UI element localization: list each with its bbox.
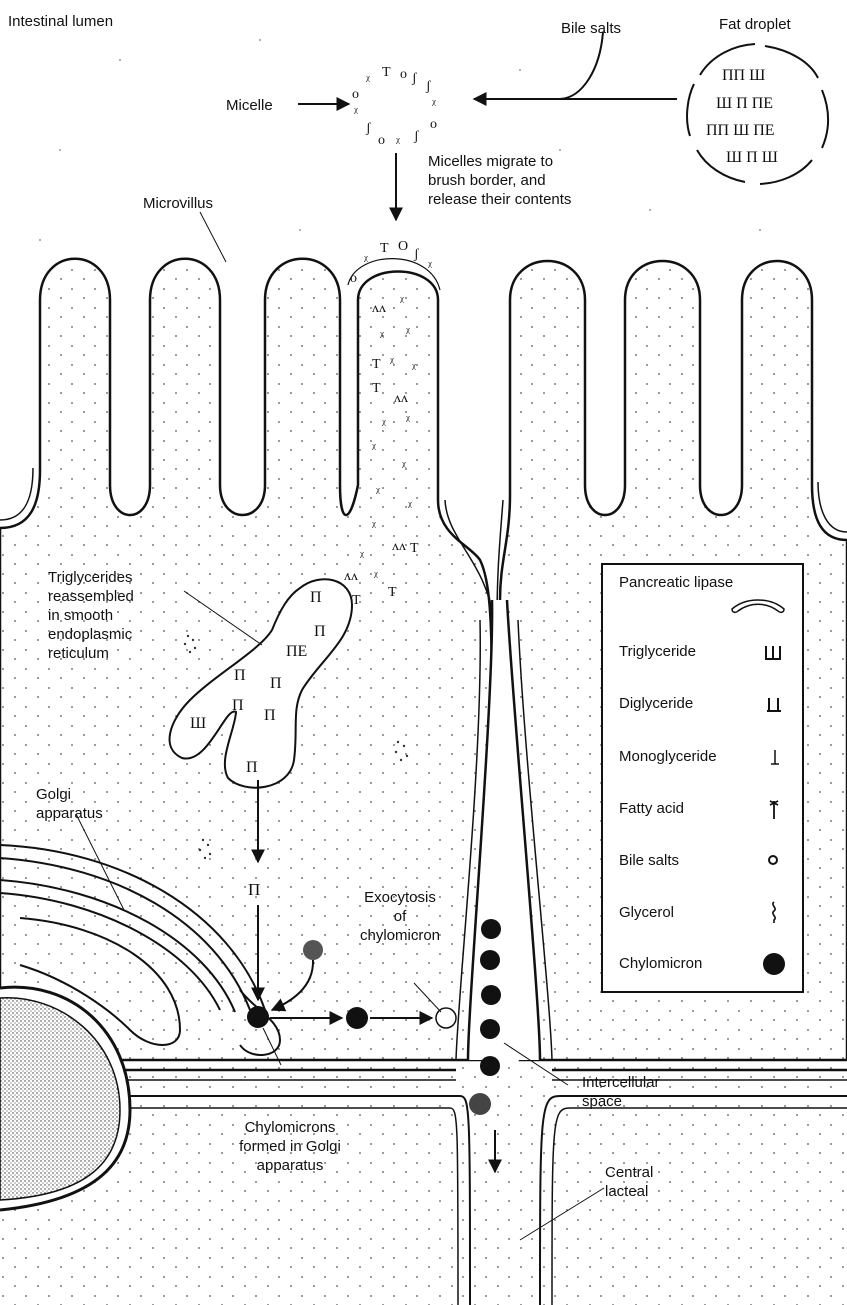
svg-text:o: o [430, 117, 437, 132]
svg-text:T: T [382, 65, 391, 80]
label-intercellular-space: Intercellular space [582, 1073, 660, 1111]
svg-text:ᴧᴧ: ᴧᴧ [394, 391, 408, 406]
glycerol-icon [767, 899, 781, 925]
svg-text:ᵡ: ᵡ [372, 519, 376, 534]
svg-text:Π: Π [270, 675, 282, 692]
svg-text:T: T [372, 381, 381, 396]
fatty-acid-icon [767, 797, 781, 821]
chylomicron-in-golgi [247, 1006, 269, 1028]
svg-text:Π: Π [264, 707, 276, 724]
svg-text:ᵡ: ᵡ [428, 259, 432, 274]
chylomicron-moving [346, 1007, 368, 1029]
svg-text:ᴧᴧ: ᴧᴧ [392, 539, 406, 554]
svg-text:ΠΕ: ΠΕ [286, 643, 307, 660]
svg-text:ʃ: ʃ [413, 247, 419, 262]
svg-text:Π: Π [314, 623, 326, 640]
chylomicron-exocytosis [436, 1008, 456, 1028]
svg-text:ᵡ: ᵡ [390, 355, 394, 370]
svg-text:ᵡ: ᵡ [364, 253, 368, 268]
svg-text:ᵡ: ᵡ [372, 441, 376, 456]
svg-text:ᵡ: ᵡ [360, 549, 364, 564]
svg-text:ᵡ: ᵡ [354, 105, 358, 120]
svg-text:T: T [352, 593, 361, 608]
svg-text:ΠΠ Ш ΠΕ: ΠΠ Ш ΠΕ [706, 122, 775, 139]
svg-text:ᵡ: ᵡ [376, 485, 380, 500]
svg-text:ʃ: ʃ [411, 71, 417, 86]
legend-box: Pancreatic lipase Triglyceride Diglyceri… [601, 563, 804, 993]
svg-text:ᵡ: ᵡ [380, 329, 384, 344]
legend-label-diglyceride: Diglyceride [619, 695, 693, 712]
svg-text:o: o [400, 67, 407, 82]
svg-text:ᵡ: ᵡ [406, 325, 410, 340]
legend-label-triglyceride: Triglyceride [619, 643, 696, 660]
svg-text:Ш Π Ш: Ш Π Ш [726, 149, 778, 166]
label-exocytosis: Exocytosis of chylomicron [336, 888, 464, 945]
bile-salt-icon [766, 853, 780, 867]
svg-text:ᵡ: ᵡ [366, 73, 370, 88]
label-golgi-apparatus: Golgi apparatus [36, 785, 103, 823]
legend-label-glycerol: Glycerol [619, 904, 674, 921]
chylomicron-icon [761, 951, 787, 977]
legend-label-fatty-acid: Fatty acid [619, 800, 684, 817]
svg-text:ᵡ: ᵡ [382, 417, 386, 432]
label-microvillus: Microvillus [143, 194, 213, 213]
chylomicron-space-1 [481, 919, 501, 939]
legend-label-bile-salts: Bile salts [619, 852, 679, 869]
legend-label-chylomicron: Chylomicron [619, 955, 702, 972]
svg-text:o: o [350, 271, 357, 286]
svg-text:ᴧᴧ: ᴧᴧ [344, 569, 358, 584]
chylomicron-space-4 [480, 1019, 500, 1039]
chylomicron-space-5 [480, 1056, 500, 1076]
svg-text:ʃ: ʃ [425, 79, 431, 94]
svg-text:o: o [378, 133, 385, 148]
triglyceride-in-transit: Π [248, 880, 260, 899]
label-fat-droplet: Fat droplet [719, 15, 791, 34]
label-central-lacteal: Central lacteal [605, 1163, 653, 1201]
svg-text:T: T [410, 541, 419, 556]
svg-text:ᵡ: ᵡ [406, 413, 410, 428]
svg-text:ᵡ: ᵡ [374, 569, 378, 584]
svg-text:ᵡ: ᵡ [412, 361, 416, 376]
svg-text:Ш Π ΠΕ: Ш Π ΠΕ [716, 95, 773, 112]
svg-text:ʃ: ʃ [365, 121, 371, 136]
triglyceride-icon [763, 643, 783, 661]
svg-text:Π: Π [246, 759, 258, 776]
svg-text:O: O [398, 239, 408, 254]
label-triglycerides-reassembled: Triglycerides reassembled in smooth endo… [48, 568, 134, 663]
chylomicron-space-3 [481, 985, 501, 1005]
apolipoprotein-granule [303, 940, 323, 960]
svg-text:Π: Π [234, 667, 246, 684]
svg-text:T: T [388, 585, 397, 600]
monoglyceride-icon [768, 747, 782, 767]
svg-text:ᵡ: ᵡ [408, 499, 412, 514]
svg-text:ᵡ: ᵡ [400, 294, 404, 309]
label-micelles-migrate: Micelles migrate to brush border, and re… [428, 152, 571, 209]
label-micelle: Micelle [226, 96, 273, 115]
svg-text:ᵡ: ᵡ [432, 97, 436, 112]
legend-label-monoglyceride: Monoglyceride [619, 748, 717, 765]
fat-droplet: ΠΠ Ш Ш Π ΠΕ ΠΠ Ш ΠΕ Ш Π Ш [687, 44, 828, 184]
label-chylomicrons-formed: Chylomicrons formed in Golgi apparatus [224, 1118, 356, 1175]
svg-text:Π: Π [310, 589, 322, 606]
svg-text:ΠΠ Ш: ΠΠ Ш [722, 67, 765, 84]
chylomicron-space-2 [480, 950, 500, 970]
svg-text:Π: Π [232, 697, 244, 714]
svg-text:T: T [380, 241, 389, 256]
diglyceride-icon [765, 695, 783, 713]
svg-text:o: o [352, 87, 359, 102]
label-intestinal-lumen: Intestinal lumen [8, 12, 113, 31]
svg-text:ᵡ: ᵡ [402, 459, 406, 474]
svg-text:T: T [372, 357, 381, 372]
svg-text:ʃ: ʃ [413, 129, 419, 144]
svg-text:ᵡ: ᵡ [396, 135, 400, 150]
chylomicron-space-6 [469, 1093, 491, 1115]
pancreatic-lipase-icon [728, 595, 788, 615]
label-bile-salts: Bile salts [561, 19, 621, 38]
legend-label-pancreatic-lipase: Pancreatic lipase [619, 573, 733, 592]
svg-text:ᴧᴧ: ᴧᴧ [372, 301, 386, 316]
svg-text:Ш: Ш [190, 715, 206, 732]
